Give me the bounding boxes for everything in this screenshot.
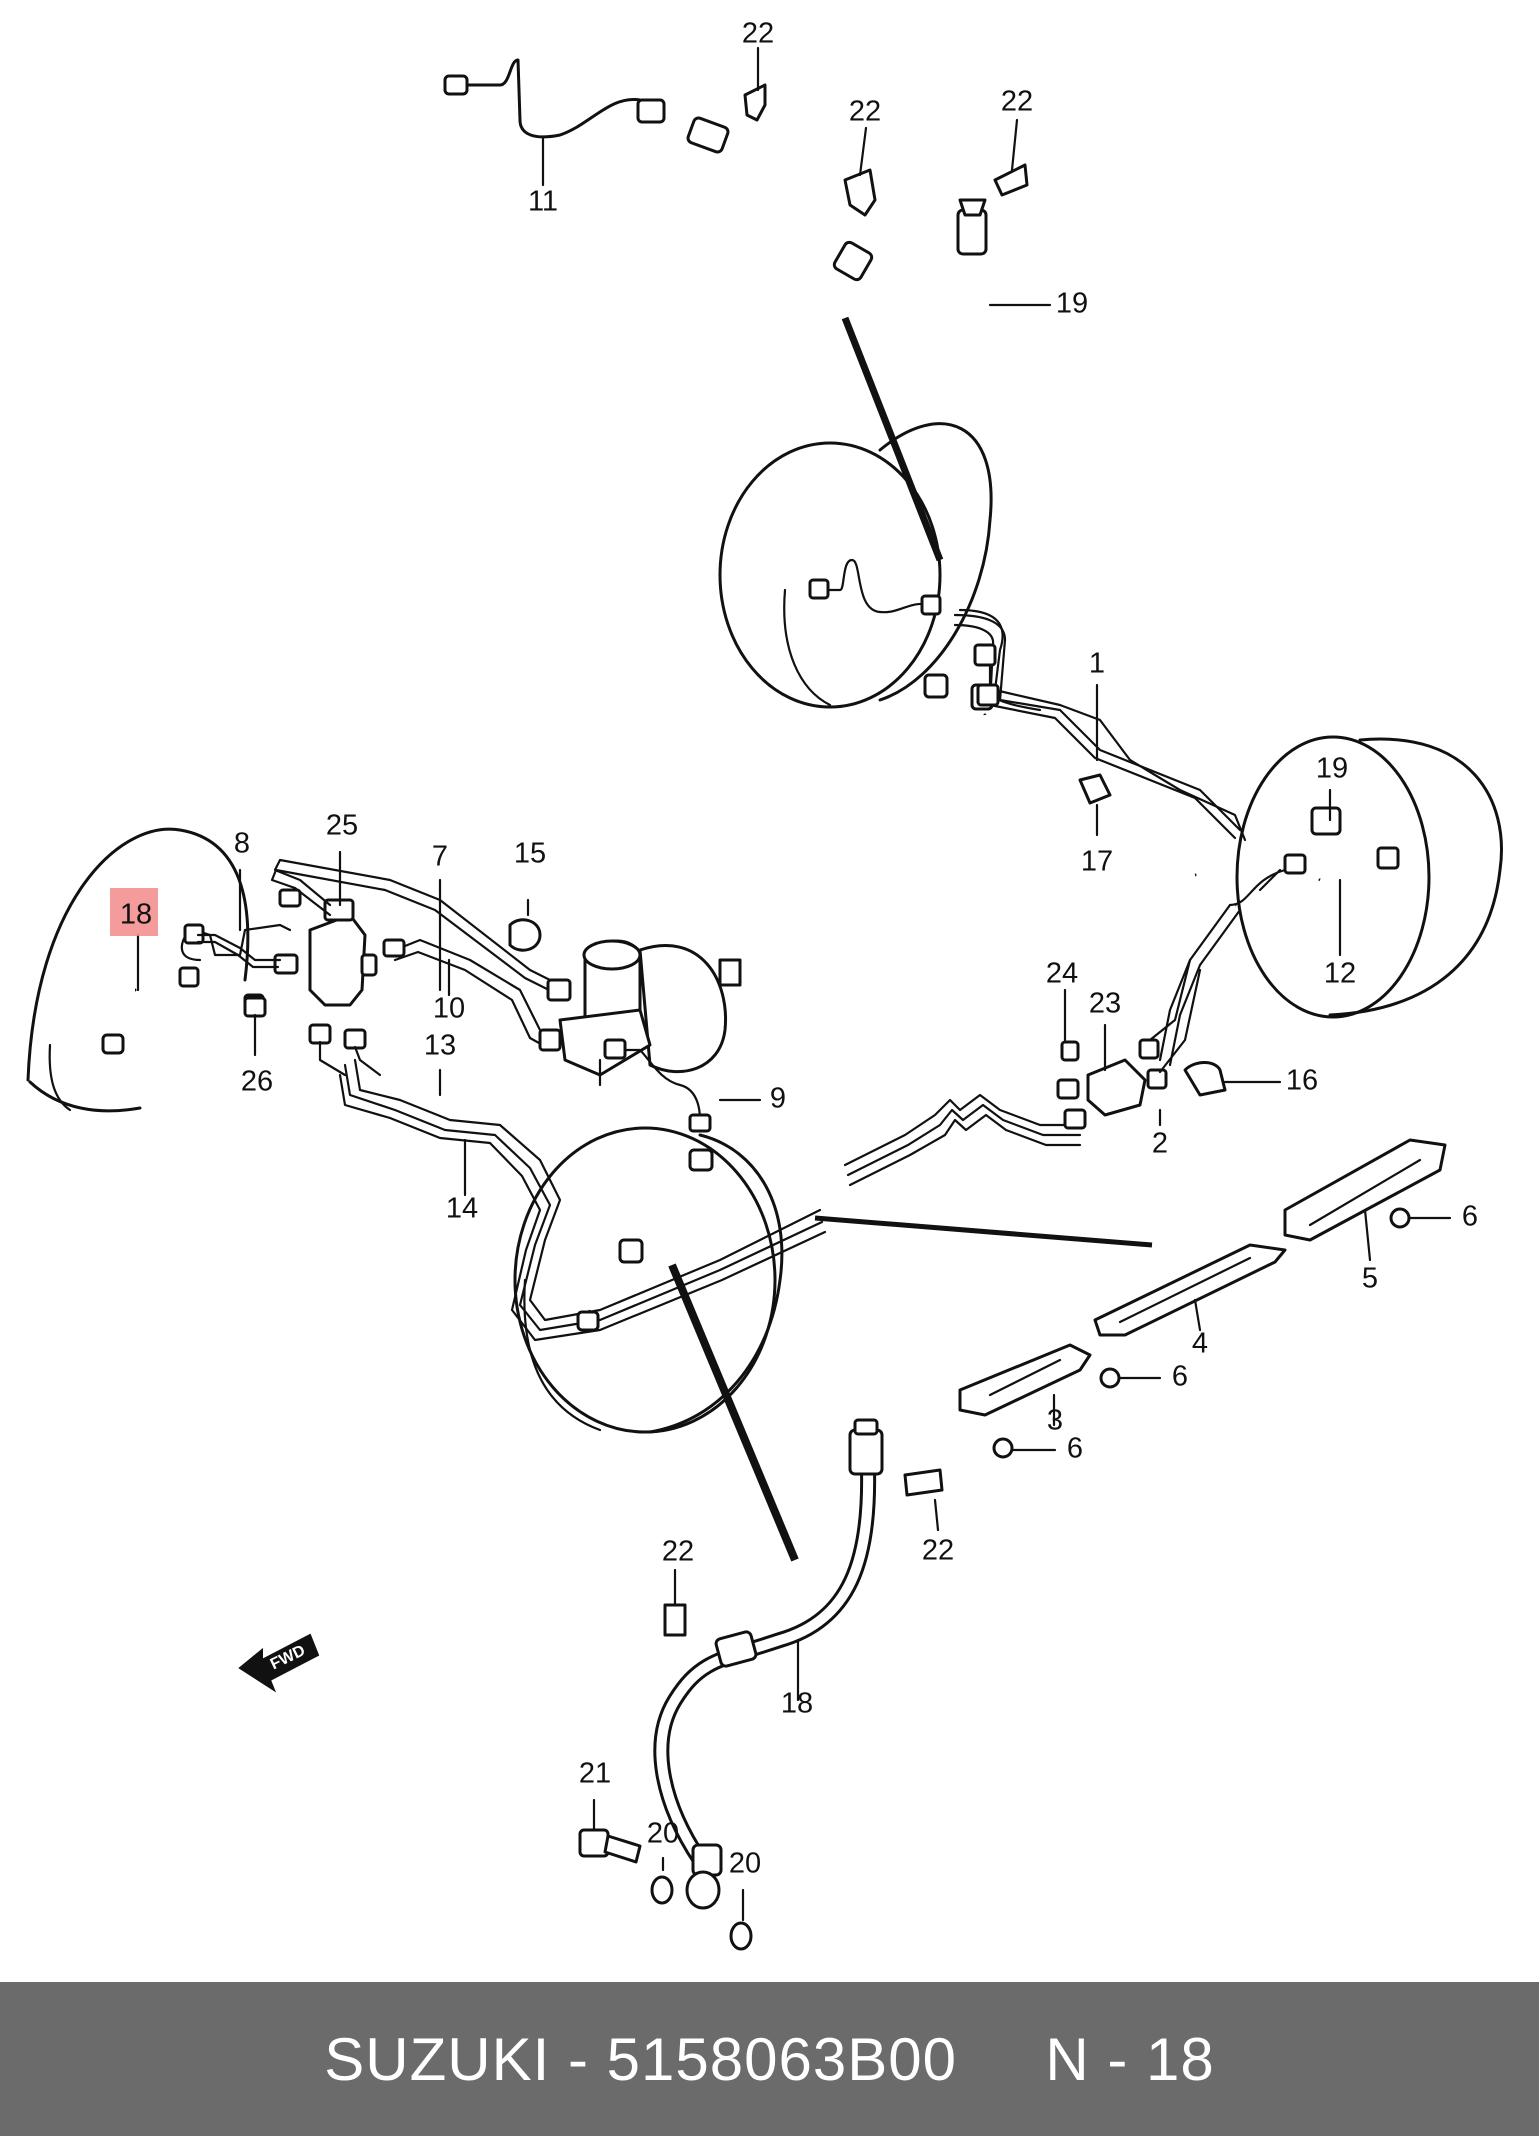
rear-right-wheel [1235,735,1503,1019]
callout-5: 5 [1362,1263,1378,1295]
clip-15 [508,918,542,952]
rear-left-wheel [513,1126,784,1434]
callout-10: 10 [433,993,465,1025]
callout-20b: 20 [729,1848,761,1880]
bracket-3 [958,1343,1092,1417]
highlight-box-18 [110,888,158,936]
proportioning-valve-25 [308,898,378,1007]
brake-hose-19-top [686,116,988,340]
pointer-line-front-right [841,316,944,562]
callout-22d: 22 [662,1536,694,1568]
callout-22c: 22 [1001,86,1033,118]
nut-6c [992,1437,1014,1459]
nut-6b [1099,1367,1121,1389]
union-bolt-21 [578,1828,642,1864]
callout-7: 7 [432,841,448,873]
bracket-5 [1283,1138,1447,1242]
footer-bar: SUZUKI - 5158063B00 N - 18 [0,1982,1539,2136]
master-cylinder-assembly [558,939,742,1087]
nut-6a [1389,1207,1411,1229]
pointer-line-rear-left [668,1263,799,1562]
front-left-wheel [26,827,250,1113]
callout-18: 18 [781,1688,813,1720]
callout-6a: 6 [1462,1201,1478,1233]
callout-22a: 22 [742,18,774,50]
fwd-arrow: FWD [238,1633,320,1693]
callout-8: 8 [234,828,250,860]
brake-pipe-1 [958,608,1247,842]
clip-16 [1183,1061,1227,1097]
clip-17 [1078,773,1112,805]
clip-22d [663,1603,687,1637]
rear-left-hose [576,1148,714,1332]
clip-22b [843,168,877,217]
callout-3: 3 [1047,1405,1063,1437]
callout-19-top: 19 [1056,288,1088,320]
callout-4: 4 [1192,1328,1208,1360]
brake-line-diagram: FWD [26,18,1503,1951]
callout-23: 23 [1089,988,1121,1020]
front-left-hose [101,923,282,1055]
callout-22b: 22 [849,96,881,128]
callout-9: 9 [770,1083,786,1115]
clip-22a [743,83,767,122]
three-way-joint-23 [1056,958,1202,1130]
callout-13: 13 [424,1030,456,1062]
callout-18-highlighted: 18 [120,899,152,931]
clip-22e [903,1468,944,1497]
bracket-4 [1093,1243,1287,1337]
callout-1: 1 [1089,648,1105,680]
callout-26: 26 [241,1066,273,1098]
bolt-26 [243,996,267,1018]
front-right-wheel [718,422,993,709]
callout-24: 24 [1046,958,1078,990]
footer-part-number: SUZUKI - 5158063B00 N - 18 [324,2025,1215,2093]
callout-19-rear: 19 [1316,753,1348,785]
brake-pipes-13-14 [338,1058,1082,1342]
callout-17: 17 [1081,846,1113,878]
pointer-line-rear [814,1215,1153,1248]
callout-16: 16 [1286,1065,1318,1097]
callout-labels: 1 2 3 4 5 6 6 6 7 8 9 10 11 12 13 14 15 … [120,18,1478,1880]
callout-6c: 6 [1067,1433,1083,1465]
callout-2: 2 [1152,1128,1168,1160]
washer-20a [650,1875,674,1905]
callout-20a: 20 [647,1818,679,1850]
bolt-24 [1060,1040,1080,1062]
callout-25: 25 [326,810,358,842]
brake-pipe-11 [443,58,666,139]
rear-right-pipes [1158,806,1406,1067]
callout-14: 14 [446,1193,478,1225]
leader-lines [136,46,1452,1922]
brake-hose-18-bottom [653,1418,884,1910]
callout-6b: 6 [1172,1361,1188,1393]
callout-11: 11 [528,186,558,218]
front-right-pipes [808,558,1242,840]
callout-15: 15 [514,838,546,870]
clip-22c [993,163,1029,197]
callout-22e: 22 [922,1535,954,1567]
callout-21: 21 [579,1758,611,1790]
washer-20b [729,1921,753,1951]
callout-12: 12 [1324,958,1356,990]
